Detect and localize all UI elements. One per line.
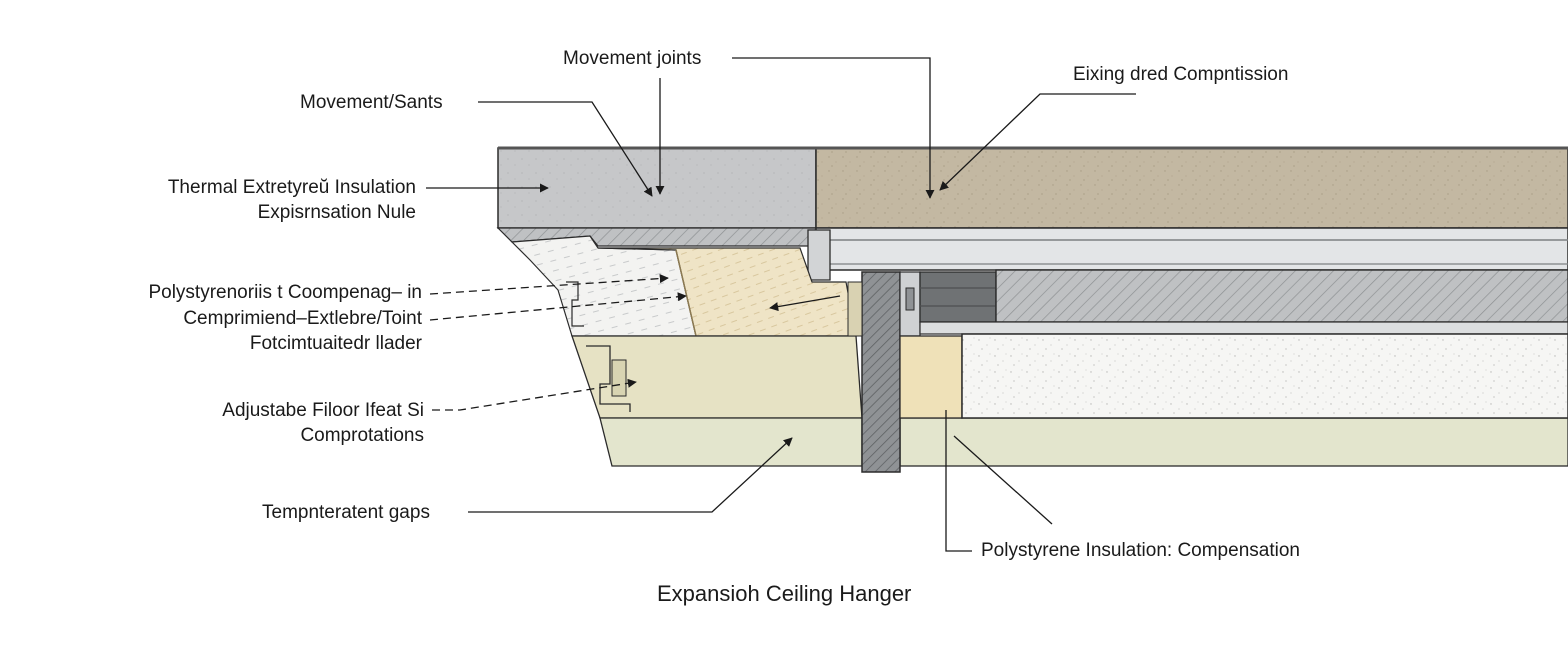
cream-insert	[899, 335, 963, 419]
label-adjustable-floor-1: Adjustabe Filoor Ifeat Si	[222, 400, 424, 421]
leader-polystyrene-insulation-1	[945, 410, 972, 552]
tan-screed-slab	[815, 147, 1568, 229]
leader-polystyrene-insulation-2	[953, 435, 1053, 525]
leader-temperature-gaps	[468, 437, 793, 513]
rail-strip	[919, 321, 1568, 335]
leader-polystyrene-3	[769, 295, 841, 312]
hanger-bar	[861, 271, 901, 473]
label-thermal-insulation-2: Expisrnsation Nule	[257, 202, 416, 223]
metal-channel-upper	[815, 227, 1568, 271]
leader-fixing-compression	[939, 93, 1136, 191]
label-adjustable-floor-2: Comprotations	[300, 425, 424, 446]
label-temperature-gaps: Tempnteratent gaps	[262, 502, 430, 523]
leader-polystyrene-2	[429, 292, 687, 321]
white-speckled-foam	[961, 333, 1568, 419]
leader-movement-sealants	[478, 101, 653, 197]
label-polystyrene-group-1: Polystyrenoriis t Coompenag– in	[148, 282, 422, 303]
label-movement-sealants: Movement/Sants	[300, 92, 443, 113]
sage-base-layer	[599, 417, 863, 467]
diagram-caption: Expansioh Ceiling Hanger	[657, 581, 912, 606]
leader-polystyrene-1	[429, 274, 669, 295]
hatched-plate-right	[995, 269, 1568, 323]
leader-adjustable-floor	[432, 378, 637, 411]
label-movement-joints: Movement joints	[563, 48, 702, 69]
label-polystyrene-group-2: Cemprimiend–Extlebre/Toint	[183, 308, 422, 329]
leader-movement-joints-2	[732, 57, 935, 199]
sage-base-right	[899, 417, 1568, 467]
dark-clamp-block	[919, 271, 997, 323]
label-fixing-compression: Eixing dred Compntission	[1073, 64, 1289, 85]
label-polystyrene-group-3: Fotcimtuaitedr llader	[249, 333, 422, 354]
label-thermal-insulation-1: Thermal Extretyreŭ Insulation	[167, 177, 416, 198]
label-polystyrene-insulation: Polystyrene Insulation: Compensation	[981, 540, 1300, 561]
